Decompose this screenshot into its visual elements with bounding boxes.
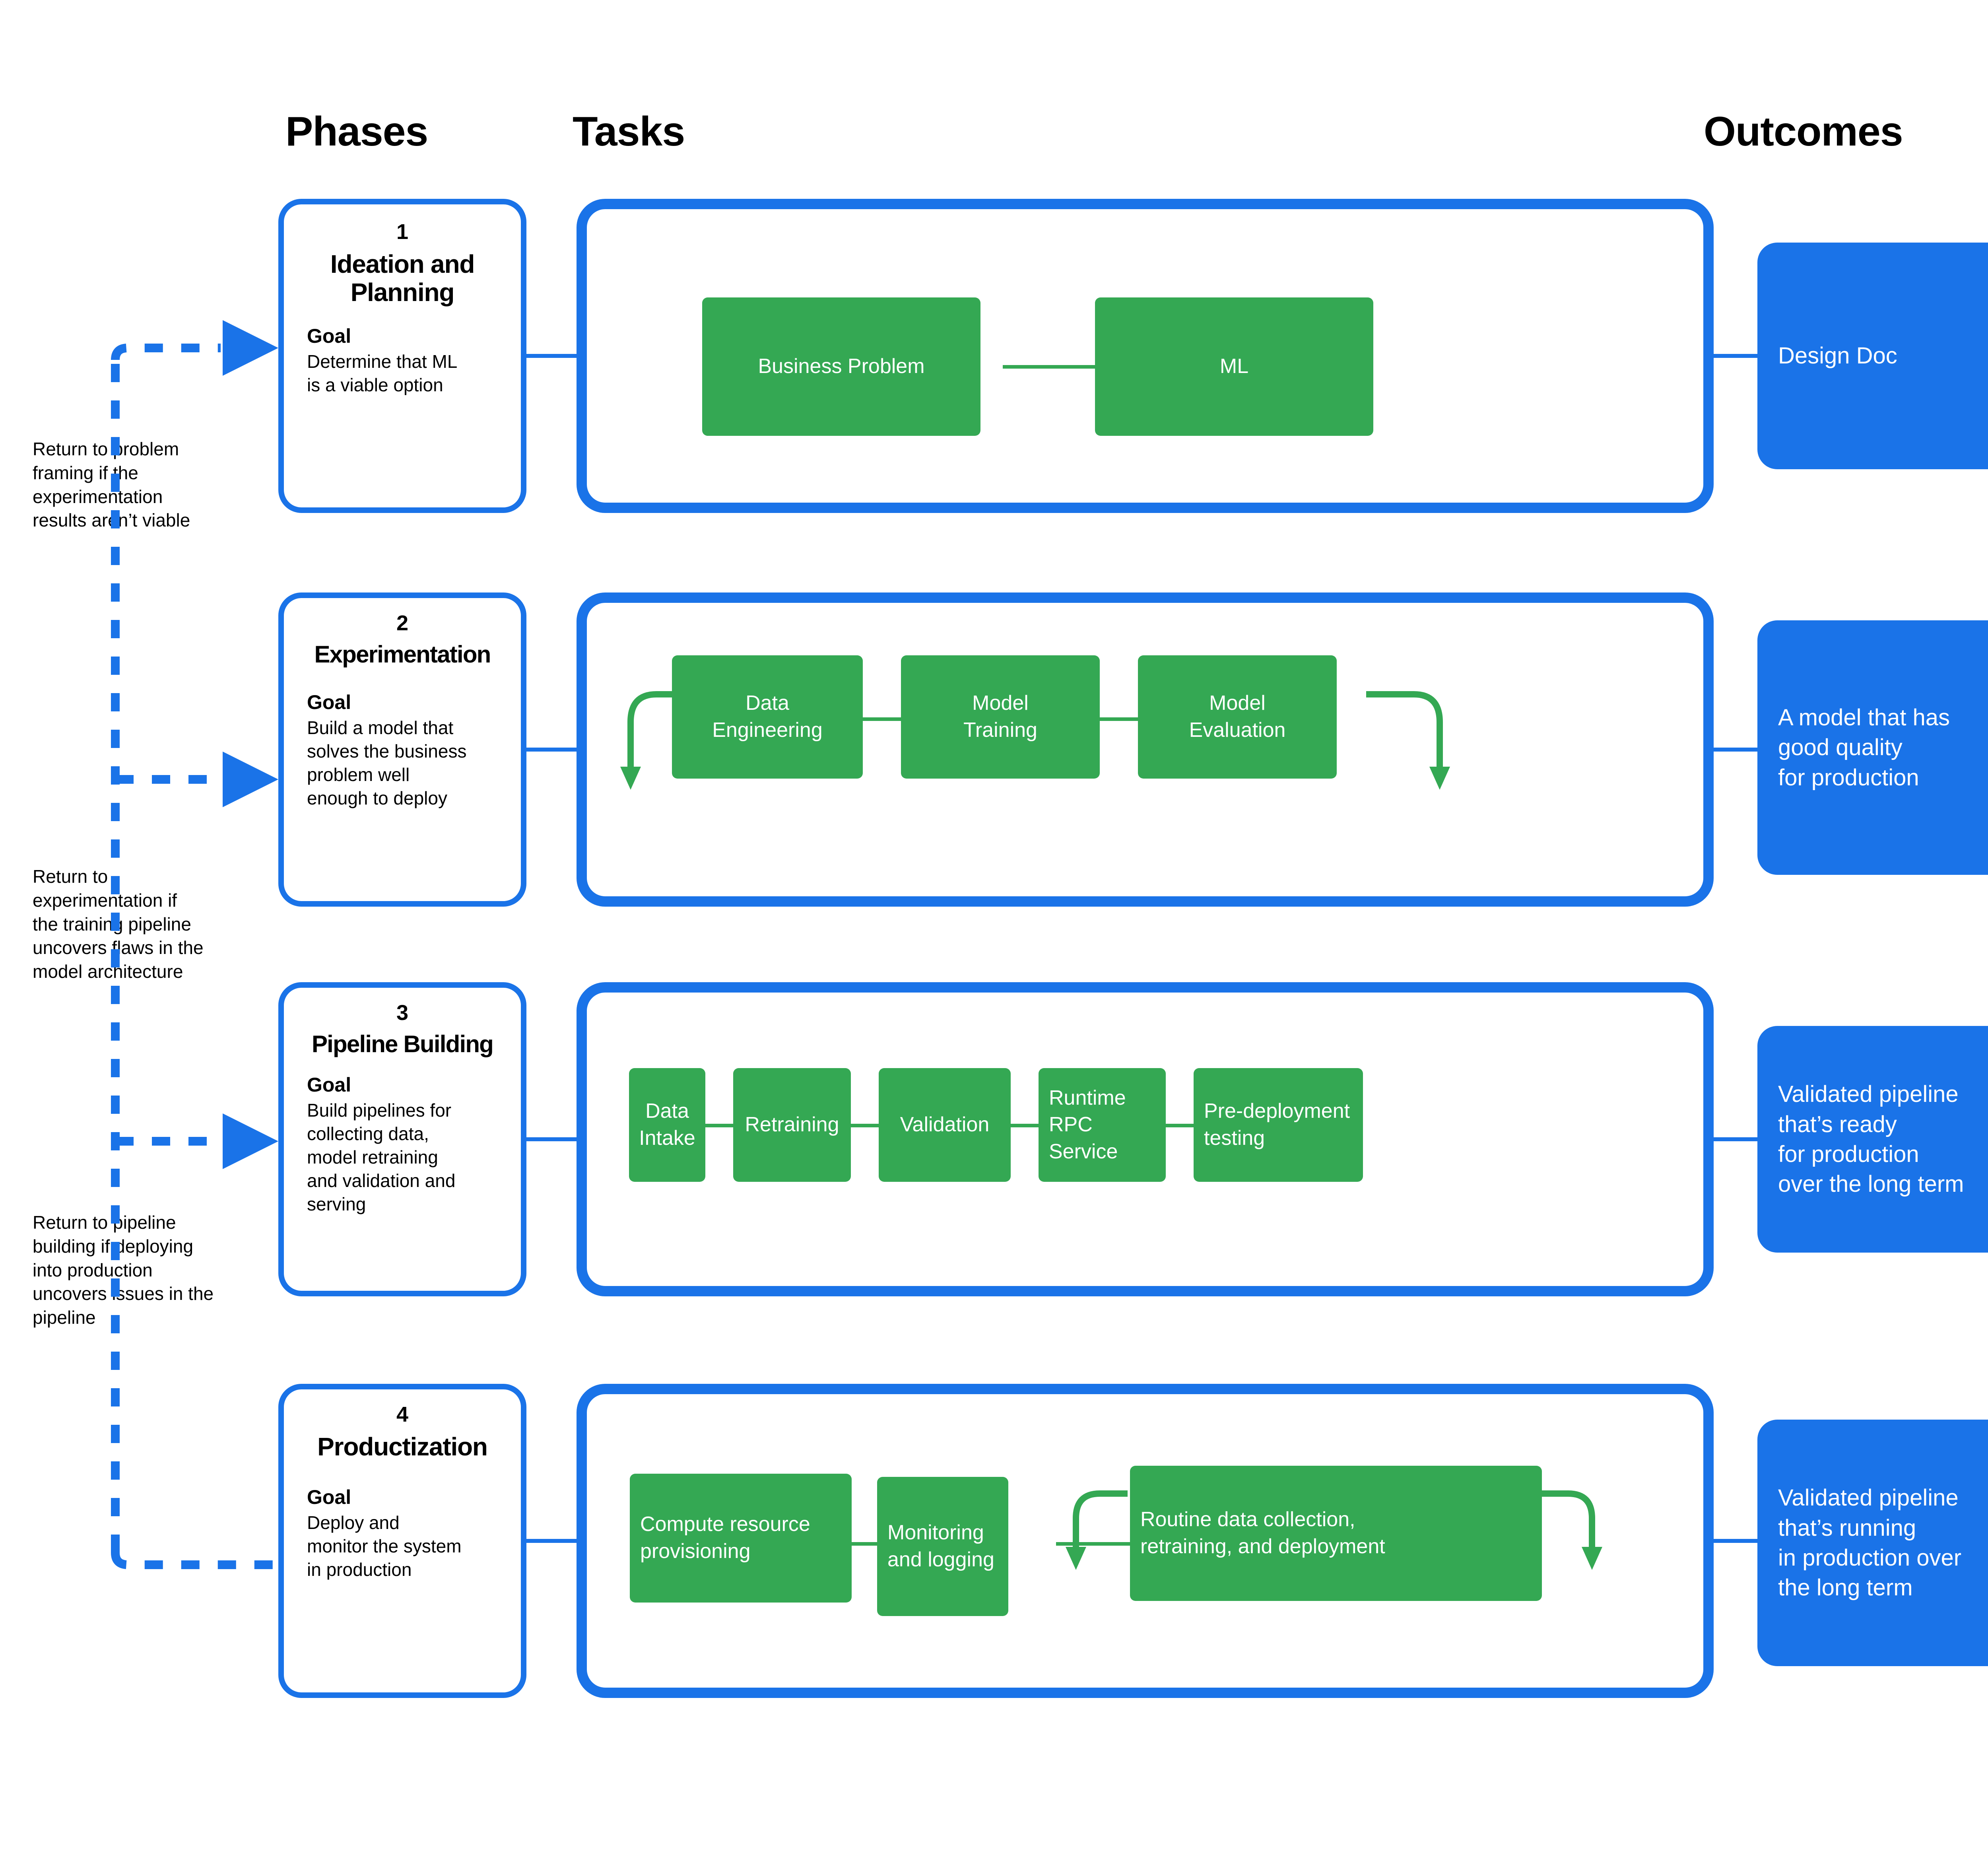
task-link bbox=[1003, 365, 1095, 369]
outcome-box-model-good-quality[interactable]: A model that has good quality for produc… bbox=[1757, 620, 1988, 875]
goal-label: Goal bbox=[307, 691, 351, 714]
phase-card-ideation-and-planning[interactable]: 1 Ideation and Planning Goal Determine t… bbox=[278, 199, 526, 513]
phase-title: Experimentation bbox=[314, 641, 491, 668]
task-link bbox=[861, 717, 903, 721]
phase-number: 2 bbox=[396, 611, 409, 635]
tasks-container-3: Data Intake Retraining Validation Runtim… bbox=[577, 982, 1714, 1296]
phase-row-2: 2 Experimentation Goal Build a model tha… bbox=[0, 592, 1988, 919]
goal-text: Build pipelines for collecting data, mod… bbox=[307, 1100, 456, 1214]
goal-text: Deploy and monitor the system in product… bbox=[307, 1512, 462, 1580]
task-chip-runtime-rpc-service[interactable]: Runtime RPC Service bbox=[1039, 1068, 1166, 1182]
phase-number: 4 bbox=[396, 1403, 409, 1426]
phase-to-tasks-connector bbox=[526, 1539, 577, 1543]
task-chip-monitoring-and-logging[interactable]: Monitoring and logging bbox=[877, 1477, 1008, 1616]
outcome-box-design-doc[interactable]: Design Doc bbox=[1757, 243, 1988, 469]
goal-text: Build a model that solves the business p… bbox=[307, 717, 467, 809]
task-chip-business-problem[interactable]: Business Problem bbox=[702, 297, 980, 436]
phase-row-3: 3 Pipeline Building Goal Build pipelines… bbox=[0, 982, 1988, 1308]
tasks-container-4: Compute resource provisioning Monitoring… bbox=[577, 1384, 1714, 1698]
tasks-to-outcome-connector bbox=[1710, 1137, 1757, 1141]
tasks-to-outcome-connector bbox=[1710, 354, 1757, 358]
task-chip-retraining[interactable]: Retraining bbox=[733, 1068, 851, 1182]
task-link bbox=[852, 1542, 877, 1546]
phase-number: 1 bbox=[396, 220, 409, 244]
outcome-box-validated-pipeline-ready[interactable]: Validated pipeline that’s ready for prod… bbox=[1757, 1026, 1988, 1253]
task-chip-data-intake[interactable]: Data Intake bbox=[629, 1068, 705, 1182]
phase-card-pipeline-building[interactable]: 3 Pipeline Building Goal Build pipelines… bbox=[278, 982, 526, 1296]
column-header-tasks: Tasks bbox=[573, 109, 685, 155]
task-chip-compute-resource-provisioning[interactable]: Compute resource provisioning bbox=[630, 1474, 852, 1603]
task-link bbox=[851, 1124, 879, 1127]
tasks-to-outcome-connector bbox=[1710, 748, 1757, 752]
return-note-experimentation: Return to experimentation if the trainin… bbox=[33, 866, 204, 982]
phase-goal-block: Goal Build pipelines for collecting data… bbox=[300, 1073, 505, 1216]
phase-title: Productization bbox=[317, 1432, 488, 1461]
phase-title: Ideation and Planning bbox=[330, 250, 475, 307]
phase-goal-block: Goal Build a model that solves the busin… bbox=[300, 691, 505, 810]
phase-row-1: 1 Ideation and Planning Goal Determine t… bbox=[0, 199, 1988, 525]
column-header-outcomes: Outcomes bbox=[1704, 109, 1903, 155]
task-chip-pre-deployment-testing[interactable]: Pre-deployment testing bbox=[1194, 1068, 1363, 1182]
return-note-problem-framing: Return to problem framing if the experim… bbox=[33, 439, 190, 531]
goal-label: Goal bbox=[307, 325, 351, 348]
return-note-pipeline-building: Return to pipeline building if deploying… bbox=[33, 1212, 214, 1328]
phase-goal-block: Goal Deploy and monitor the system in pr… bbox=[300, 1486, 505, 1581]
goal-label: Goal bbox=[307, 1486, 351, 1508]
task-link bbox=[1056, 1542, 1130, 1546]
task-link bbox=[1011, 1124, 1039, 1127]
tasks-container-1: Business Problem ML bbox=[577, 199, 1714, 513]
task-chip-data-engineering[interactable]: Data Engineering bbox=[672, 655, 863, 779]
tasks-to-outcome-connector bbox=[1710, 1539, 1757, 1543]
tasks-container-2: Data Engineering Model Training Model Ev… bbox=[577, 592, 1714, 907]
column-header-phases: Phases bbox=[285, 109, 428, 155]
phase-card-experimentation[interactable]: 2 Experimentation Goal Build a model tha… bbox=[278, 592, 526, 907]
phase-title: Pipeline Building bbox=[311, 1031, 494, 1058]
goal-label: Goal bbox=[307, 1074, 351, 1096]
phase-goal-block: Goal Determine that ML is a viable optio… bbox=[300, 324, 505, 397]
goal-text: Determine that ML is a viable option bbox=[307, 351, 458, 396]
task-chip-ml[interactable]: ML bbox=[1095, 297, 1373, 436]
task-chip-model-training[interactable]: Model Training bbox=[901, 655, 1100, 779]
phase-number: 3 bbox=[396, 1001, 409, 1025]
phase-to-tasks-connector bbox=[526, 1137, 577, 1141]
phase-to-tasks-connector bbox=[526, 748, 577, 752]
task-chip-validation[interactable]: Validation bbox=[879, 1068, 1011, 1182]
outcome-box-validated-pipeline-running[interactable]: Validated pipeline that’s running in pro… bbox=[1757, 1420, 1988, 1666]
phase-card-productization[interactable]: 4 Productization Goal Deploy and monitor… bbox=[278, 1384, 526, 1698]
task-link bbox=[705, 1124, 733, 1127]
task-link bbox=[1099, 717, 1140, 721]
phase-row-4: 4 Productization Goal Deploy and monitor… bbox=[0, 1384, 1988, 1710]
task-chip-model-evaluation[interactable]: Model Evaluation bbox=[1138, 655, 1337, 779]
task-link bbox=[1166, 1124, 1194, 1127]
phase-to-tasks-connector bbox=[526, 354, 577, 358]
task-chip-routine-data-collection[interactable]: Routine data collection, retraining, and… bbox=[1130, 1466, 1542, 1601]
